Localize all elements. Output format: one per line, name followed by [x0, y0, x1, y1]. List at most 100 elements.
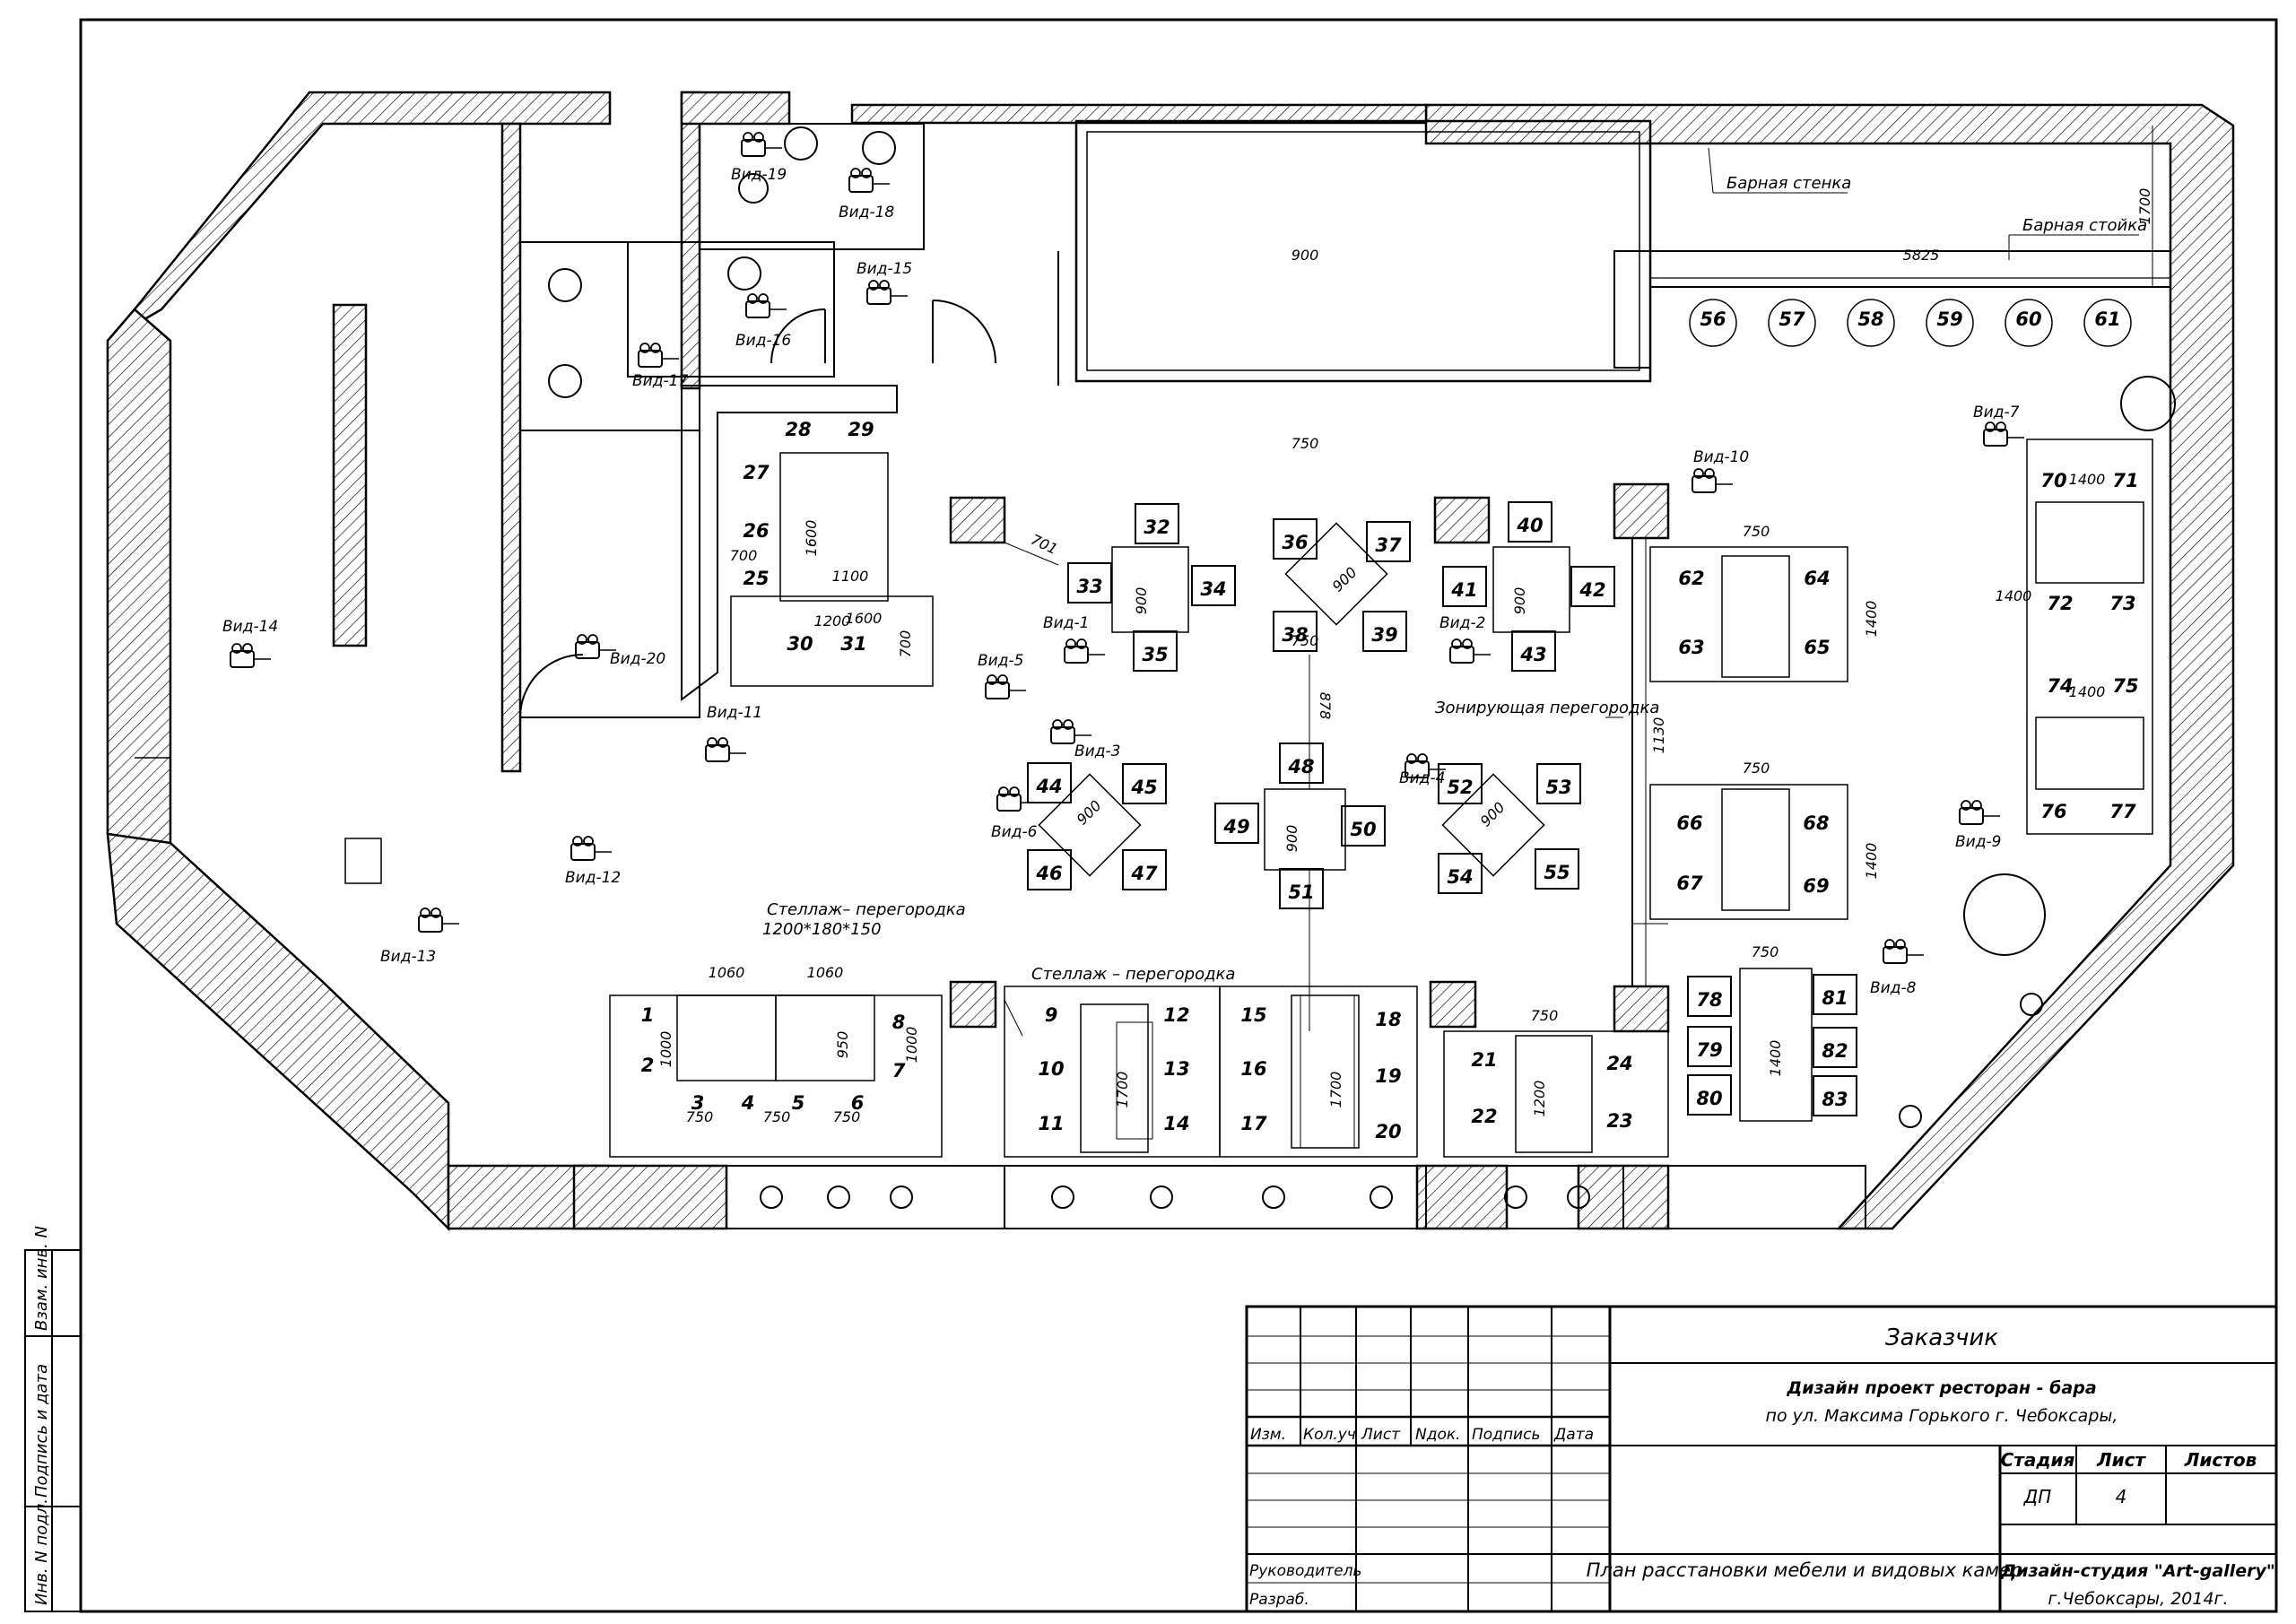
dimension-label-28: 1100 [832, 568, 869, 585]
annotation-shelf-partition-2: Стеллаж – перегородка [1031, 965, 1235, 984]
seat-label-11: 11 [1038, 1113, 1064, 1134]
seat-label-37: 37 [1375, 534, 1402, 556]
seat-label-41: 41 [1450, 579, 1477, 601]
wall-wc-top [680, 91, 791, 126]
dimension-label-3: 900 [1511, 587, 1528, 615]
plant-icon [1567, 1185, 1590, 1209]
seat-label-1: 1 [641, 1004, 655, 1026]
seat-label-30: 30 [787, 633, 813, 655]
plan-annotations: Барная стенка Барная стойка Зонирующая п… [762, 174, 2147, 984]
plant-icon [1262, 1185, 1285, 1209]
annotation-bar-counter: Барная стойка [2022, 216, 2147, 235]
seat-label-42: 42 [1578, 579, 1605, 601]
dimension-label-40: 1400 [1767, 1040, 1784, 1077]
seat-label-54: 54 [1447, 866, 1473, 888]
plant-icon [890, 1185, 913, 1209]
dimension-label-39: 1700 [2136, 188, 2153, 225]
seat-label-4: 4 [741, 1092, 755, 1114]
title-customer: Заказчик [1885, 1324, 1998, 1351]
camera-icon-18 [848, 168, 890, 193]
dimension-label-29: 1200 [814, 612, 851, 630]
seat-label-82: 82 [1822, 1040, 1848, 1062]
title-project-line1: Дизайн проект ресторан - бара [1786, 1378, 2096, 1398]
dimension-label-17: 750 [1292, 435, 1319, 452]
dimension-label-19: 1060 [709, 964, 745, 981]
seat-frame-44 [1027, 762, 1072, 803]
dimension-label-31: 700 [897, 630, 914, 658]
camera-icon-10 [1692, 468, 1733, 493]
dimension-label-27: 1600 [846, 610, 883, 627]
seat-label-67: 67 [1676, 873, 1703, 894]
seat-frame-36 [1273, 518, 1318, 560]
leader-lines [1004, 147, 2139, 1037]
dimension-label-41: 1400 [1996, 587, 2032, 604]
seat-label-5: 5 [792, 1092, 805, 1114]
title-col-podpis: Подпись [1472, 1426, 1540, 1444]
seat-frame-41 [1442, 566, 1487, 607]
seat-label-48: 48 [1287, 756, 1314, 777]
plant-icon [2120, 376, 2176, 431]
seat-label-66: 66 [1676, 812, 1702, 834]
title-col-ndok: Nдок. [1415, 1426, 1461, 1444]
seat-label-24: 24 [1606, 1053, 1632, 1074]
seat-frame-54 [1438, 853, 1483, 894]
seat-label-45: 45 [1130, 777, 1157, 798]
seat-frame-52 [1438, 763, 1483, 804]
seat-label-23: 23 [1606, 1110, 1632, 1132]
wall-bottom-b [1415, 1164, 1509, 1230]
title-role-head: Руководитель [1249, 1562, 1361, 1580]
wall-inner-1 [500, 122, 522, 773]
title-col-data: Дата [1553, 1426, 1594, 1444]
seat-label-6: 6 [851, 1092, 865, 1114]
seat-label-15: 15 [1240, 1004, 1266, 1026]
seat-frame-51 [1279, 868, 1324, 909]
dimension-label-26: 1200 [1531, 1081, 1548, 1117]
seat-frame-40 [1508, 501, 1552, 543]
annotation-shelf-partition-1-size: 1200*180*150 [762, 920, 882, 939]
seat-frame-39 [1362, 611, 1407, 652]
camera-label-11: Вид-11 [707, 704, 762, 722]
seat-frame-50 [1341, 805, 1386, 847]
wall-top-left [107, 91, 612, 343]
seat-label-21: 21 [1471, 1049, 1497, 1071]
title-col-list: Лист [1361, 1426, 1401, 1444]
dimension-label-9: 878 [1317, 692, 1334, 720]
seat-label-38: 38 [1282, 624, 1308, 646]
seat-frame-33 [1067, 562, 1112, 604]
plant-icon [1051, 1185, 1074, 1209]
dimension-label-18: 750 [1292, 632, 1319, 649]
seat-label-43: 43 [1519, 644, 1546, 665]
dimension-label-4: 900 [1074, 797, 1105, 829]
annotation-shelf-partition-1: Стеллаж– перегородка [767, 900, 966, 919]
seat-label-57: 57 [1779, 308, 1805, 330]
title-col-izm: Изм. [1250, 1426, 1286, 1444]
camera-icon-9 [1959, 800, 2000, 825]
seat-label-8: 8 [892, 1012, 906, 1033]
seat-label-62: 62 [1678, 568, 1704, 589]
camera-icon-11 [705, 737, 746, 762]
seat-frame-43 [1511, 630, 1556, 672]
camera-label-15: Вид-15 [857, 260, 912, 278]
wall-bottom-left [106, 832, 450, 1232]
camera-label-17: Вид-17 [632, 372, 688, 390]
title-role-dev: Разраб. [1249, 1591, 1309, 1609]
seat-frame-46 [1027, 849, 1072, 890]
seat-frame-82 [1813, 1027, 1857, 1068]
seat-label-28: 28 [785, 419, 811, 440]
camera-label-20: Вид-20 [610, 650, 665, 668]
seat-frame-34 [1191, 565, 1236, 606]
seat-frame-48 [1279, 743, 1324, 784]
seat-label-75: 75 [2112, 675, 2138, 697]
dimension-label-21: 1000 [657, 1031, 674, 1068]
side-stamp-inv: Инв. N подл. [32, 1498, 51, 1605]
plant-icon [760, 1185, 783, 1209]
title-sheets-header: Листов [2184, 1449, 2257, 1471]
seat-frame-38 [1273, 611, 1318, 652]
seat-label-50: 50 [1350, 819, 1376, 840]
dimension-label-33: 1400 [1863, 601, 1880, 638]
camera-icon-17 [638, 343, 679, 368]
seat-label-22: 22 [1471, 1106, 1497, 1127]
seat-frame-37 [1366, 521, 1411, 562]
camera-label-14: Вид-14 [222, 618, 278, 636]
